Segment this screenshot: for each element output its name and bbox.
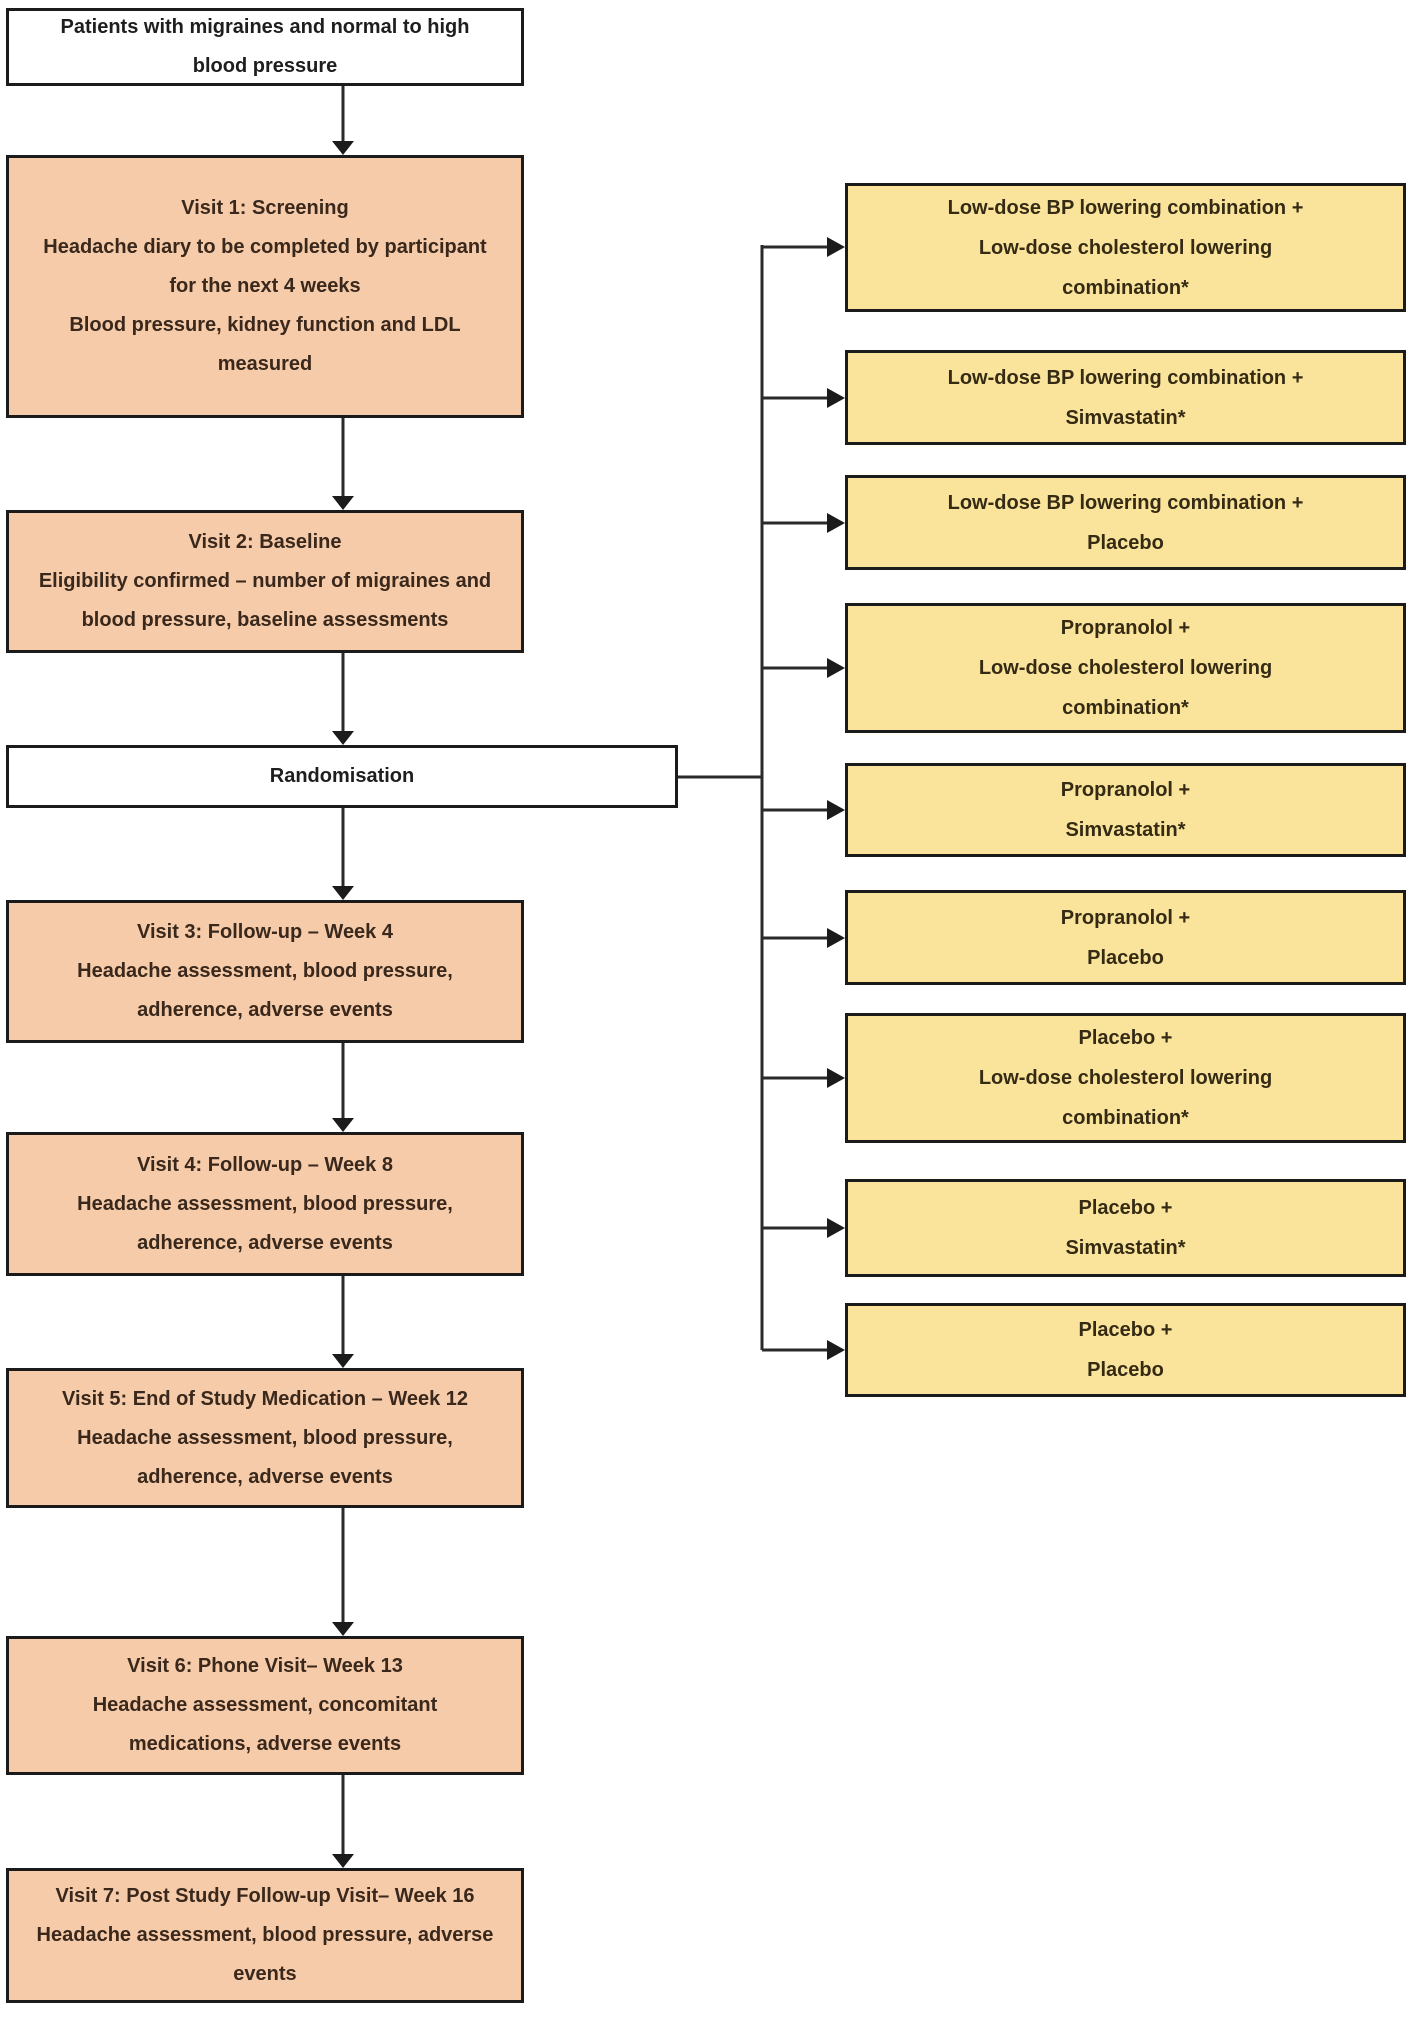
randomisation-box: Randomisation (6, 745, 678, 808)
arm-5-text: Propranolol + Simvastatin* (1060, 779, 1191, 841)
visit-5-box: Visit 5: End of Study Medication – Week … (6, 1368, 524, 1508)
visit-7-box: Visit 7: Post Study Follow-up Visit– Wee… (6, 1868, 524, 2003)
branch-arrow-arm-5 (762, 800, 845, 820)
branch-arrow-arm-2 (762, 388, 845, 408)
patients-box: Patients with migraines and normal to hi… (6, 8, 524, 86)
visit-1-title: Visit 1: Screening (181, 197, 349, 219)
arm-box-1: Low-dose BP lowering combination + Low-d… (845, 183, 1406, 312)
branch-arrow-arm-8 (762, 1218, 845, 1238)
visit-7-title: Visit 7: Post Study Follow-up Visit– Wee… (55, 1885, 475, 1907)
arm-3-text: Low-dose BP lowering combination + Place… (947, 491, 1304, 554)
branch-arrow-arm-6 (762, 928, 845, 948)
visit-3-body: Headache assessment, blood pressure, adh… (77, 960, 453, 1021)
patients-text: Patients with migraines and normal to hi… (60, 16, 470, 77)
arm-box-8: Placebo + Simvastatin* (845, 1179, 1406, 1277)
visit-7-body: Headache assessment, blood pressure, adv… (36, 1924, 494, 1985)
arm-box-2: Low-dose BP lowering combination + Simva… (845, 350, 1406, 445)
arm-9-text: Placebo + Placebo (1078, 1319, 1173, 1381)
visit-6-body: Headache assessment, concomitant medicat… (92, 1694, 438, 1755)
visit-2-title: Visit 2: Baseline (188, 531, 342, 553)
visit-4-title: Visit 4: Follow-up – Week 8 (137, 1153, 393, 1176)
arrow-visit6-to-visit7 (332, 1775, 354, 1868)
arm-2-text: Low-dose BP lowering combination + Simva… (947, 366, 1304, 429)
arm-1-text: Low-dose BP lowering combination + Low-d… (947, 196, 1304, 299)
visit-2-box: Visit 2: Baseline Eligibility confirmed … (6, 510, 524, 653)
arm-6-text: Propranolol + Placebo (1060, 906, 1191, 969)
visit-5-body: Headache assessment, blood pressure, adh… (77, 1426, 453, 1488)
branch-arrow-arm-3 (762, 513, 845, 533)
arm-box-7: Placebo + Low-dose cholesterol lowering … (845, 1013, 1406, 1143)
arrow-visit2-to-randomisation (332, 653, 354, 745)
branch-arrow-arm-4 (762, 658, 845, 678)
arm-8-text: Placebo + Simvastatin* (1065, 1197, 1186, 1259)
visit-3-title: Visit 3: Follow-up – Week 4 (137, 921, 393, 943)
visit-1-body: Headache diary to be completed by partic… (43, 236, 487, 375)
visit-6-box: Visit 6: Phone Visit– Week 13 Headache a… (6, 1636, 524, 1775)
visit-1-box: Visit 1: Screening Headache diary to be … (6, 155, 524, 418)
branch-arrow-arm-7 (762, 1068, 845, 1088)
arm-4-text: Propranolol + Low-dose cholesterol lower… (978, 617, 1273, 719)
visit-4-box: Visit 4: Follow-up – Week 8 Headache ass… (6, 1132, 524, 1276)
visit-5-title: Visit 5: End of Study Medication – Week … (61, 1387, 469, 1410)
arm-box-3: Low-dose BP lowering combination + Place… (845, 475, 1406, 570)
visit-3-box: Visit 3: Follow-up – Week 4 Headache ass… (6, 900, 524, 1043)
arrow-visit1-to-visit2 (332, 418, 354, 510)
branch-arrow-arm-1 (762, 237, 845, 257)
visit-4-body: Headache assessment, blood pressure, adh… (77, 1192, 453, 1254)
arm-box-9: Placebo + Placebo (845, 1303, 1406, 1397)
arm-box-6: Propranolol + Placebo (845, 890, 1406, 985)
branch-arrow-arm-9 (762, 1340, 845, 1360)
randomisation-label: Randomisation (269, 765, 415, 787)
arrow-visit4-to-visit5 (332, 1276, 354, 1368)
arm-box-4: Propranolol + Low-dose cholesterol lower… (845, 603, 1406, 733)
visit-2-body: Eligibility confirmed – number of migrai… (38, 570, 492, 631)
arrow-visit5-to-visit6 (332, 1508, 354, 1636)
arrow-randomisation-to-visit3 (332, 808, 354, 900)
arrow-visit3-to-visit4 (332, 1043, 354, 1132)
arm-7-text: Placebo + Low-dose cholesterol lowering … (978, 1027, 1273, 1129)
arrow-patients-to-visit1 (332, 86, 354, 155)
arm-box-5: Propranolol + Simvastatin* (845, 763, 1406, 857)
visit-6-title: Visit 6: Phone Visit– Week 13 (127, 1655, 403, 1677)
